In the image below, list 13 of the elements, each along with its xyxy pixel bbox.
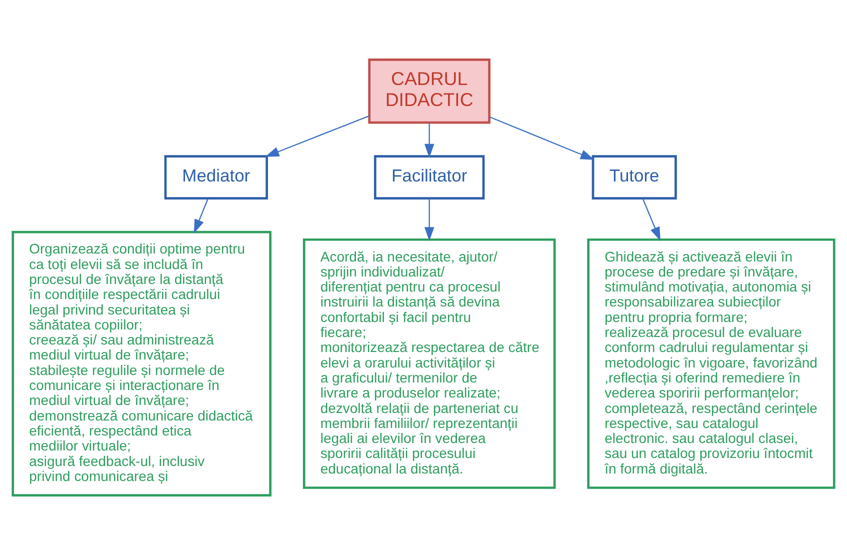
node-box: Organizează condiții optime pentru ca toți elevii să se includă în procesul de învățare la distanță în condițiile respectării cadrului legal privind securitatea și sănătatea copiilor; creează și/ sau administrează mediul virtual de învățare; stabilește regulile și normele de comunicare și interacționare în mediul virtual de învățare; demonstrează comunicare didactică eficientă, respectând etica mediilor virtuale; asigură feedback-ul, inclusiv privind comunicarea și xyxy=(12,230,272,496)
node-box: Ghidează și activează elevii în procese de predare și învățare, stimulând motivația, autonomia și responsabilizarea subiecților pentru propria formare; realizează procesul de evaluare conform cadrului regulamentar și metodologic în vigoare, favorizând ,reflecția și oferind remediere în vederea sporirii performanțelor; completează, respectând cerințele respective, sau catalogul electronic. sau catalogul clasei, sau un catalog provizoriu întocmit în formă digitală. xyxy=(587,238,836,488)
node-box: Acordă, ia necesitate, ajutor/ sprijin individualizat/ diferențiat pentru ca procesul instruirii la distanță să devina confortabil și facil pentru fiecare; monitorizează respectarea de către elevi a orarului activităților și a graficului/ termenilor de livrare a produselor realizate; dezvoltă relații de parteneriat cu membrii familiilor/ reprezentanții legali ai elevilor în vederea sporirii calității procesului educațional la distanță. xyxy=(302,238,556,488)
node-box: Tutore xyxy=(592,154,677,199)
node-box: CADRUL DIDACTIC xyxy=(368,58,490,124)
arrow xyxy=(265,115,370,156)
arrow xyxy=(194,198,209,233)
arrow xyxy=(424,198,434,241)
node-box: Mediator xyxy=(164,154,268,199)
arrow xyxy=(490,116,594,160)
node-box: Facilitator xyxy=(374,154,485,199)
arrow xyxy=(424,122,434,158)
arrow xyxy=(642,198,660,240)
